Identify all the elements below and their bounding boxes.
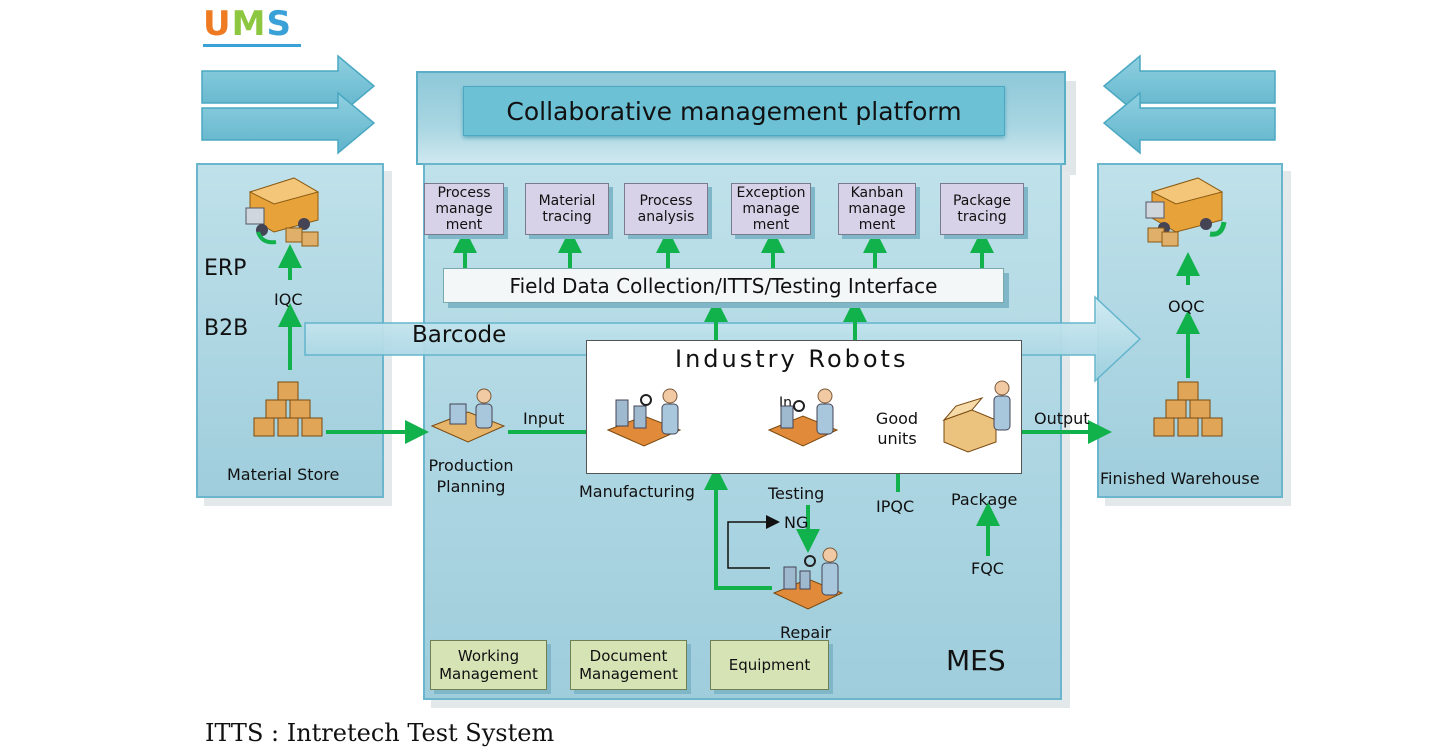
material-store-label: Material Store [227, 465, 340, 484]
b2b-label: B2B [204, 316, 249, 341]
right-arrow-top [1102, 54, 1276, 118]
planner-workstation-icon [428, 386, 508, 456]
left-arrow-bottom [201, 91, 376, 155]
module-process-analysis: Process analysis [624, 183, 708, 235]
manufacturing-label: Manufacturing [579, 482, 695, 501]
interface-bar-label: Field Data Collection/ITTS/Testing Inter… [509, 273, 938, 298]
erp-label: ERP [204, 256, 247, 281]
footnote: ITTS : Intretech Test System [205, 719, 555, 747]
input-label: Input [523, 409, 565, 428]
industry-robots-title: Industry Robots [675, 345, 909, 373]
ums-logo: UMS [203, 4, 292, 44]
manufacturing-line-icon [604, 386, 686, 456]
package-label: Package [951, 490, 1018, 509]
delivery-truck-icon [240, 172, 330, 250]
platform-title: Collaborative management platform [506, 96, 962, 126]
finished-boxes-icon [1150, 378, 1228, 448]
platform-title-box: Collaborative management platform [463, 86, 1005, 136]
logo-underline [203, 44, 301, 47]
equipment-box: Equipment [710, 640, 829, 690]
module-kanban-management: Kanban manage ment [838, 183, 916, 235]
left-arrow-top [201, 54, 376, 118]
module-exception-management: Exception manage ment [731, 183, 811, 235]
module-process-management: Process manage ment [424, 183, 504, 235]
material-boxes-icon [250, 378, 328, 448]
oqc-label: OQC [1168, 297, 1205, 316]
repair-station-icon [770, 545, 846, 617]
delivery-truck-out-icon [1140, 172, 1232, 250]
output-label: Output [1034, 409, 1090, 428]
document-management-box: Document Management [570, 640, 687, 690]
fqc-label: FQC [971, 559, 1004, 578]
working-management-box: Working Management [430, 640, 547, 690]
right-arrow-bottom [1102, 91, 1276, 155]
iqc-label: IQC [274, 290, 303, 309]
good-units-label: Good units [875, 409, 919, 448]
testing-label: Testing [768, 484, 825, 503]
module-material-tracing: Material tracing [525, 183, 609, 235]
barcode-label: Barcode [412, 322, 507, 348]
mes-label: MES [946, 644, 1006, 677]
ng-label: NG [784, 513, 809, 532]
module-package-tracing: Package tracing [940, 183, 1024, 235]
production-planning-label: Production Planning [428, 456, 514, 496]
packaging-station-icon [938, 380, 1018, 454]
repair-label: Repair [780, 623, 832, 642]
ipqc-label: IPQC [876, 497, 915, 516]
barcode-arrow [304, 295, 1142, 383]
finished-warehouse-label: Finished Warehouse [1100, 469, 1260, 488]
interface-bar: Field Data Collection/ITTS/Testing Inter… [443, 268, 1004, 303]
testing-line-icon [765, 386, 841, 456]
